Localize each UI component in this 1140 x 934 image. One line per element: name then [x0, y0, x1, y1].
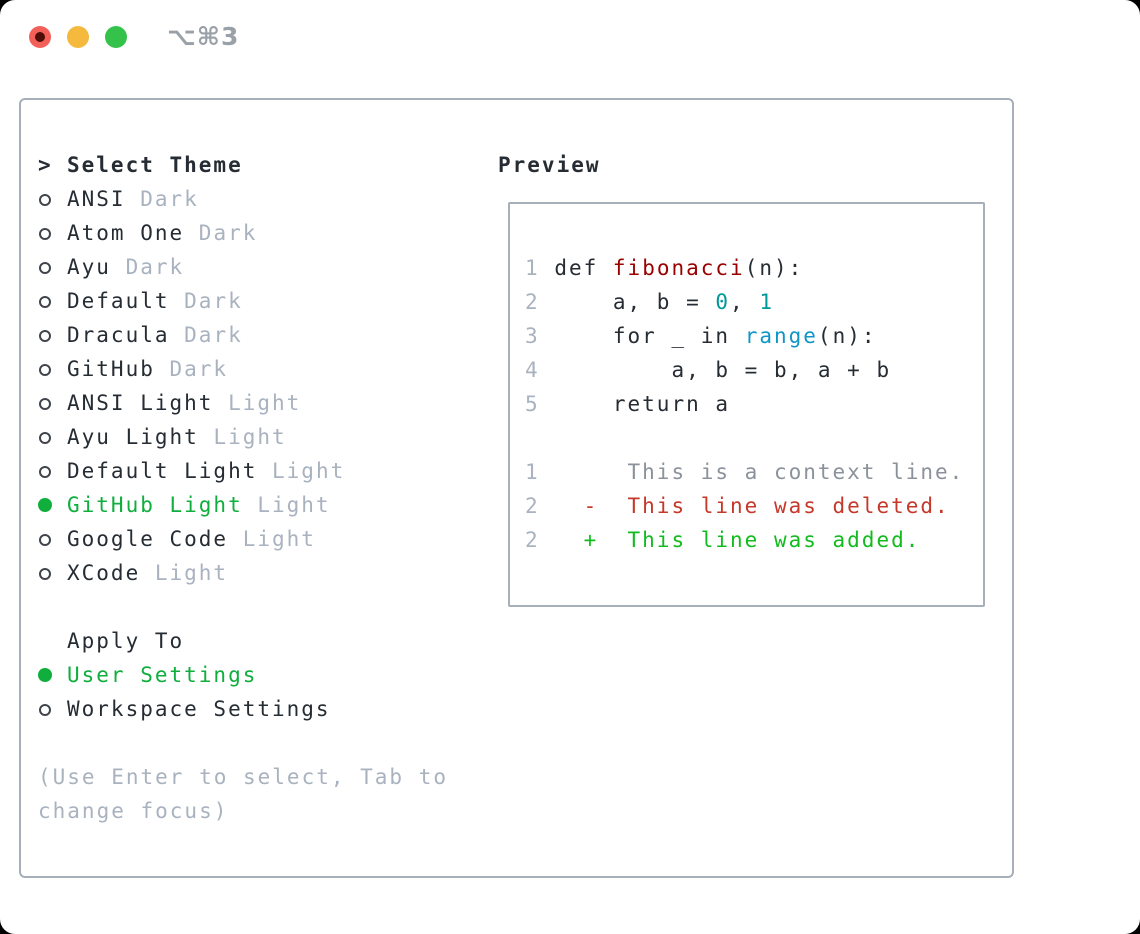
code-line: 3 for _ in range(n): [525, 324, 877, 348]
preview-code: 1 def fibonacci(n): 2 a, b = 0, 1 3 for _ … [525, 217, 983, 557]
diff-line: 2 + This line was added. [525, 528, 921, 552]
preview-heading: Preview [498, 153, 601, 177]
theme-variant: Dark [184, 221, 258, 245]
radio-selected-icon [38, 498, 52, 512]
line-number: 1 [525, 460, 540, 484]
theme-option-atom-one[interactable]: Atom One Dark [38, 216, 448, 250]
radio-icon [39, 432, 51, 444]
theme-variant: Dark [169, 289, 243, 313]
code-line: 5 return a [525, 392, 731, 416]
theme-variant: Light [213, 391, 302, 415]
maximize-button[interactable] [105, 26, 127, 48]
theme-option-dracula[interactable]: Dracula Dark [38, 318, 448, 352]
radio-icon [39, 398, 51, 410]
code-line: 2 a, b = 0, 1 [525, 290, 774, 314]
apply-to-heading: Apply To [67, 629, 185, 653]
theme-name: Google Code [67, 527, 229, 551]
blank-line [525, 217, 983, 251]
radio-icon [39, 466, 51, 478]
radio-icon [39, 296, 51, 308]
theme-option-github[interactable]: GitHub Dark [38, 352, 448, 386]
apply-to-header: Apply To [38, 624, 448, 658]
radio-icon [39, 194, 51, 206]
theme-option-google-code[interactable]: Google Code Light [38, 522, 448, 556]
theme-variant: Dark [169, 323, 243, 347]
keyboard-hint-line1: (Use Enter to select, Tab to [38, 765, 449, 789]
keyboard-hint-line2: change focus) [38, 799, 229, 823]
theme-option-ansi[interactable]: ANSI Dark [38, 182, 448, 216]
theme-name: GitHub Light [67, 493, 243, 517]
theme-variant: Dark [110, 255, 185, 279]
apply-to-label: Workspace Settings [67, 697, 331, 721]
theme-option-ayu-light[interactable]: Ayu Light Light [38, 420, 448, 454]
radio-icon [39, 262, 51, 274]
theme-variant: Dark [154, 357, 229, 381]
theme-variant: Dark [125, 187, 199, 211]
theme-option-ansi-light[interactable]: ANSI Light Light [38, 386, 448, 420]
line-number: 2 [525, 494, 540, 518]
theme-name: GitHub [67, 357, 155, 381]
line-number: 4 [525, 358, 540, 382]
theme-list-heading: Select Theme [67, 153, 243, 177]
line-number: 3 [525, 324, 540, 348]
theme-list-header: > Select Theme [38, 148, 448, 182]
theme-variant: Light [198, 425, 287, 449]
close-inner-dot [35, 32, 45, 42]
minimize-button[interactable] [67, 26, 89, 48]
theme-variant: Light [257, 459, 346, 483]
window-title: ⌥⌘3 [167, 22, 240, 51]
line-number: 5 [525, 392, 540, 416]
theme-name: Ayu Light [67, 425, 199, 449]
line-number: 2 [525, 290, 540, 314]
theme-option-github-light[interactable]: GitHub Light Light [38, 488, 448, 522]
theme-variant: Light [242, 493, 331, 517]
theme-option-default-light[interactable]: Default Light Light [38, 454, 448, 488]
preview-pane: 1 def fibonacci(n): 2 a, b = 0, 1 3 for _ … [508, 202, 985, 607]
theme-name: ANSI [67, 187, 126, 211]
code-line: 4 a, b = b, a + b [525, 358, 892, 382]
theme-name: Default [67, 289, 170, 313]
diff-line: 1 This is a context line. [525, 460, 965, 484]
theme-name: XCode [67, 561, 141, 585]
line-number: 2 [525, 528, 540, 552]
blank-line [525, 421, 983, 455]
radio-icon [39, 364, 51, 376]
theme-option-xcode[interactable]: XCode Light [38, 556, 448, 590]
theme-variant: Light [228, 527, 316, 551]
radio-icon [39, 704, 51, 716]
apply-to-label: User Settings [67, 663, 258, 687]
theme-variant: Light [140, 561, 229, 585]
theme-name: Ayu [67, 255, 111, 279]
theme-option-ayu[interactable]: Ayu Dark [38, 250, 448, 284]
close-button[interactable] [29, 26, 51, 48]
radio-icon [39, 568, 51, 580]
radio-selected-icon [38, 668, 52, 682]
radio-icon [39, 228, 51, 240]
theme-name: Dracula [67, 323, 170, 347]
apply-option-workspace-settings[interactable]: Workspace Settings [38, 692, 448, 726]
radio-icon [39, 534, 51, 546]
radio-icon [39, 330, 51, 342]
apply-option-user-settings[interactable]: User Settings [38, 658, 448, 692]
theme-option-default[interactable]: Default Dark [38, 284, 448, 318]
code-line: 1 def fibonacci(n): [525, 256, 804, 280]
diff-line: 2 - This line was deleted. [525, 494, 950, 518]
theme-name: Atom One [67, 221, 185, 245]
line-number: 1 [525, 256, 540, 280]
focus-caret: > [38, 153, 53, 177]
theme-name: Default Light [67, 459, 258, 483]
theme-name: ANSI Light [67, 391, 214, 415]
